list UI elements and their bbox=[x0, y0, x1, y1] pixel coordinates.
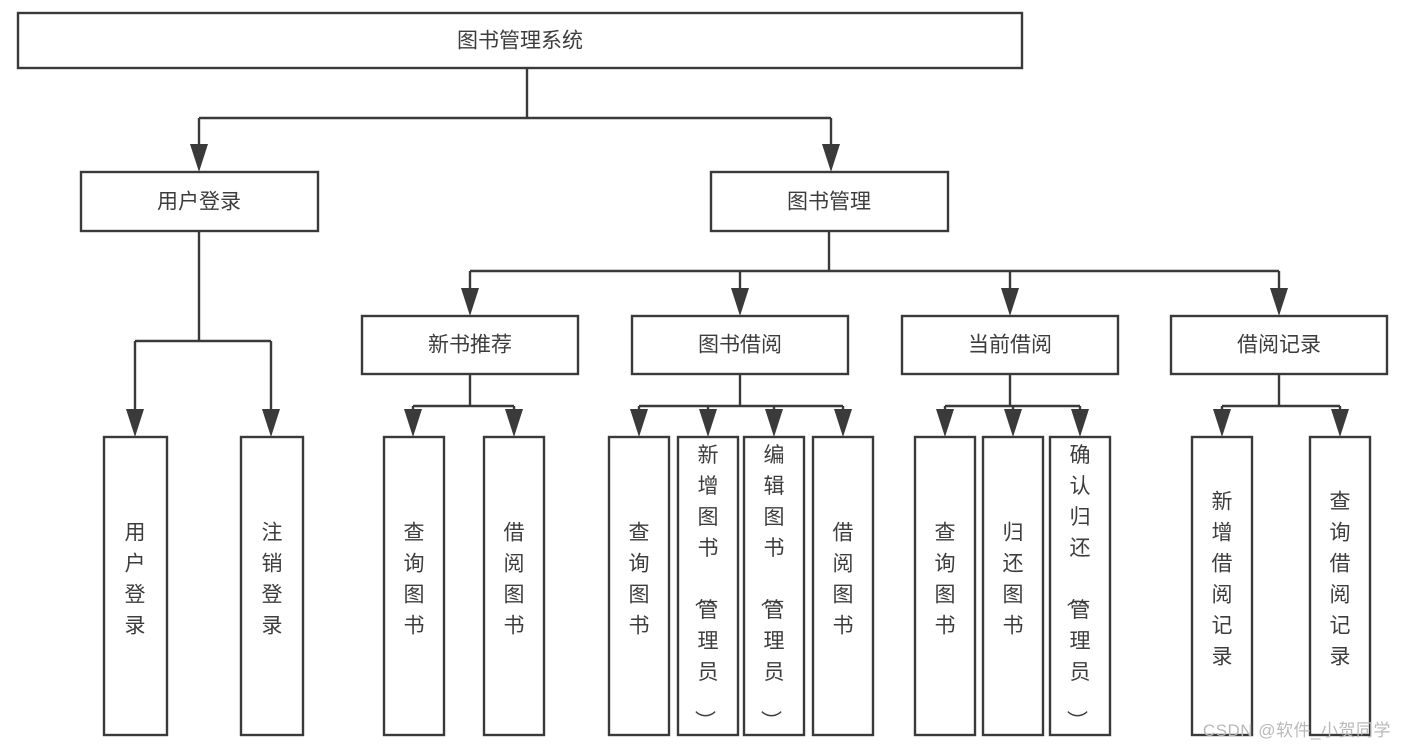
leaf-box bbox=[482, 435, 546, 737]
leaf-label-edit-book: 编辑图书（管理员） bbox=[759, 444, 785, 731]
node-root[interactable]: 图书管理系统 bbox=[16, 11, 1024, 70]
leaf-box bbox=[607, 435, 671, 737]
arrow-head-icon bbox=[461, 288, 479, 316]
leaf-box bbox=[742, 435, 806, 737]
node-leaf-add-book[interactable]: 新增图书（管理员） bbox=[676, 435, 740, 737]
arrow-head-icon bbox=[936, 409, 954, 437]
leaf-box bbox=[102, 435, 169, 737]
borrow-record-label: 借阅记录 bbox=[1237, 334, 1321, 357]
connector-currentborrow-to-leaves bbox=[936, 374, 1089, 437]
current-borrow-label: 当前借阅 bbox=[968, 334, 1052, 357]
book-management-label: 图书管理 bbox=[787, 191, 871, 214]
leaf-box bbox=[913, 435, 977, 737]
book-borrow-label: 图书借阅 bbox=[698, 334, 782, 357]
leaf-label-query-record: 查询借阅记录 bbox=[1330, 491, 1351, 669]
arrow-head-icon bbox=[1270, 288, 1288, 316]
arrow-head-icon bbox=[1213, 409, 1231, 437]
leaf-label-add-record: 新增借阅记录 bbox=[1212, 491, 1233, 669]
leaf-box bbox=[1048, 435, 1112, 737]
arrow-head-icon bbox=[822, 144, 840, 172]
node-leaf-query-book-3[interactable]: 查询图书 bbox=[913, 435, 977, 737]
arrow-head-icon bbox=[126, 409, 144, 437]
arrow-head-icon bbox=[1071, 409, 1089, 437]
connector-borrowrecord-to-leaves bbox=[1213, 374, 1349, 437]
arrow-head-icon bbox=[834, 409, 852, 437]
leaf-label-logout-login: 注销登录 bbox=[262, 522, 283, 638]
new-book-recommend-label: 新书推荐 bbox=[428, 334, 512, 357]
node-leaf-return-book[interactable]: 归还图书 bbox=[981, 435, 1045, 737]
node-leaf-query-record[interactable]: 查询借阅记录 bbox=[1308, 435, 1372, 737]
leaf-label-query-book-3: 查询图书 bbox=[935, 522, 956, 638]
arrow-head-icon bbox=[1004, 409, 1022, 437]
leaf-box bbox=[981, 435, 1045, 737]
leaf-box bbox=[1190, 435, 1254, 737]
arrow-head-icon bbox=[190, 144, 208, 172]
node-leaf-user-login[interactable]: 用户登录 bbox=[102, 435, 169, 737]
connector-userlogin-to-leaves bbox=[126, 231, 280, 437]
node-leaf-edit-book[interactable]: 编辑图书（管理员） bbox=[742, 435, 806, 737]
leaf-label-query-book-1: 查询图书 bbox=[404, 522, 425, 638]
connector-root-to-level2 bbox=[190, 68, 840, 172]
node-leaf-borrow-book-2[interactable]: 借阅图书 bbox=[811, 435, 875, 737]
leaf-label-confirm-return: 确认归还（管理员） bbox=[1065, 444, 1091, 731]
node-leaf-add-record[interactable]: 新增借阅记录 bbox=[1190, 435, 1254, 737]
connector-newbook-to-leaves bbox=[404, 374, 523, 437]
leaf-label-borrow-book-1: 借阅图书 bbox=[504, 522, 525, 638]
arrow-head-icon bbox=[699, 409, 717, 437]
arrow-head-icon bbox=[630, 409, 648, 437]
leaf-box bbox=[1308, 435, 1372, 737]
leaf-label-add-book: 新增图书（管理员） bbox=[693, 444, 719, 731]
leaf-box bbox=[382, 435, 446, 737]
node-book-borrow[interactable]: 图书借阅 bbox=[630, 314, 850, 376]
node-leaf-query-book-2[interactable]: 查询图书 bbox=[607, 435, 671, 737]
node-user-login[interactable]: 用户登录 bbox=[79, 170, 320, 233]
arrow-head-icon bbox=[404, 409, 422, 437]
node-borrow-record[interactable]: 借阅记录 bbox=[1169, 314, 1389, 376]
node-leaf-borrow-book-1[interactable]: 借阅图书 bbox=[482, 435, 546, 737]
node-new-book-recommend[interactable]: 新书推荐 bbox=[360, 314, 580, 376]
watermark-text: CSDN @软件_小贺同学 bbox=[1202, 721, 1391, 740]
leaf-label-query-book-2: 查询图书 bbox=[629, 522, 650, 638]
connector-bookborrow-to-leaves bbox=[630, 374, 852, 437]
user-login-label: 用户登录 bbox=[157, 191, 241, 214]
arrow-head-icon bbox=[731, 288, 749, 316]
leaf-box bbox=[239, 435, 305, 737]
node-leaf-logout-login[interactable]: 注销登录 bbox=[239, 435, 305, 737]
arrow-head-icon bbox=[505, 409, 523, 437]
new-book-recommend-box bbox=[360, 314, 580, 376]
current-borrow-box bbox=[900, 314, 1120, 376]
arrow-head-icon bbox=[1001, 288, 1019, 316]
root-box bbox=[16, 11, 1024, 70]
root-label: 图书管理系统 bbox=[457, 30, 583, 53]
leaf-box bbox=[811, 435, 875, 737]
arrow-head-icon bbox=[1331, 409, 1349, 437]
arrow-head-icon bbox=[262, 409, 280, 437]
user-login-box bbox=[79, 170, 320, 233]
leaf-label-user-login: 用户登录 bbox=[125, 522, 146, 638]
leaf-box bbox=[676, 435, 740, 737]
node-current-borrow[interactable]: 当前借阅 bbox=[900, 314, 1120, 376]
node-leaf-query-book-1[interactable]: 查询图书 bbox=[382, 435, 446, 737]
arrow-head-icon bbox=[765, 409, 783, 437]
connector-bookmgmt-to-level3 bbox=[461, 231, 1288, 316]
node-book-management[interactable]: 图书管理 bbox=[709, 170, 950, 233]
leaf-label-borrow-book-2: 借阅图书 bbox=[833, 522, 854, 638]
leaf-label-return-book: 归还图书 bbox=[1003, 522, 1024, 638]
node-leaf-confirm-return[interactable]: 确认归还（管理员） bbox=[1048, 435, 1112, 737]
